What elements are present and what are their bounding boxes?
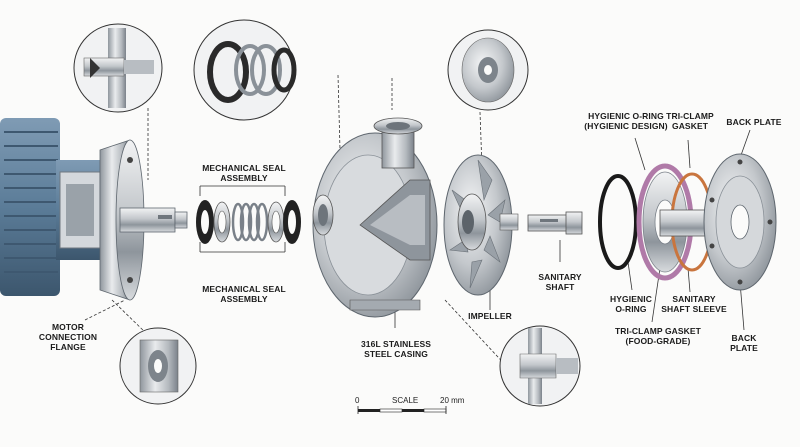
label-back-plate-top: BACK PLATE (726, 117, 782, 127)
scale-start-label: 0 (355, 396, 360, 405)
label-casing: 316L STAINLESS STEEL CASING (360, 339, 432, 359)
label-mechanical-seal-bottom: MECHANICAL SEAL ASSEMBLY (202, 284, 286, 304)
impeller (443, 154, 519, 296)
hygienic-o-ring (598, 174, 638, 270)
scale-title-label: SCALE (392, 396, 419, 405)
label-tri-clamp-gasket-top: TRI-CLAMP GASKET (666, 111, 714, 131)
detail-circle-impeller (447, 29, 529, 111)
label-tri-clamp-gasket-bottom: TRI-CLAMP GASKET (FOOD-GRADE) (615, 326, 701, 346)
label-hygienic-o-ring-top: HYGIENIC O-RING (HYGIENIC DESIGN) (584, 111, 668, 131)
label-sanitary-shaft-sleeve: SANITARY SHAFT SLEEVE (661, 294, 727, 314)
motor-shaft (119, 207, 188, 233)
scale-bar (357, 406, 447, 414)
sanitary-shaft (527, 211, 583, 235)
detail-circle-flange-top (73, 23, 163, 113)
label-hygienic-o-ring-bottom: HYGIENIC O-RING (610, 294, 652, 314)
detail-circle-seal (193, 19, 297, 121)
scale-end-label: 20 mm (440, 396, 465, 405)
label-impeller: IMPELLER (468, 311, 512, 321)
pump-casing (312, 117, 438, 318)
label-mechanical-seal-top: MECHANICAL SEAL ASSEMBLY (202, 163, 286, 183)
detail-circle-flange-bottom (119, 327, 197, 405)
label-sanitary-shaft: SANITARY SHAFT (538, 272, 582, 292)
detail-circle-casing (499, 325, 581, 407)
back-plate (703, 153, 777, 291)
mechanical-seal (196, 200, 301, 244)
motor (0, 118, 104, 296)
label-motor-connection-flange: MOTOR CONNECTION FLANGE (38, 322, 98, 352)
label-back-plate-bottom: BACK PLATE (730, 333, 758, 353)
